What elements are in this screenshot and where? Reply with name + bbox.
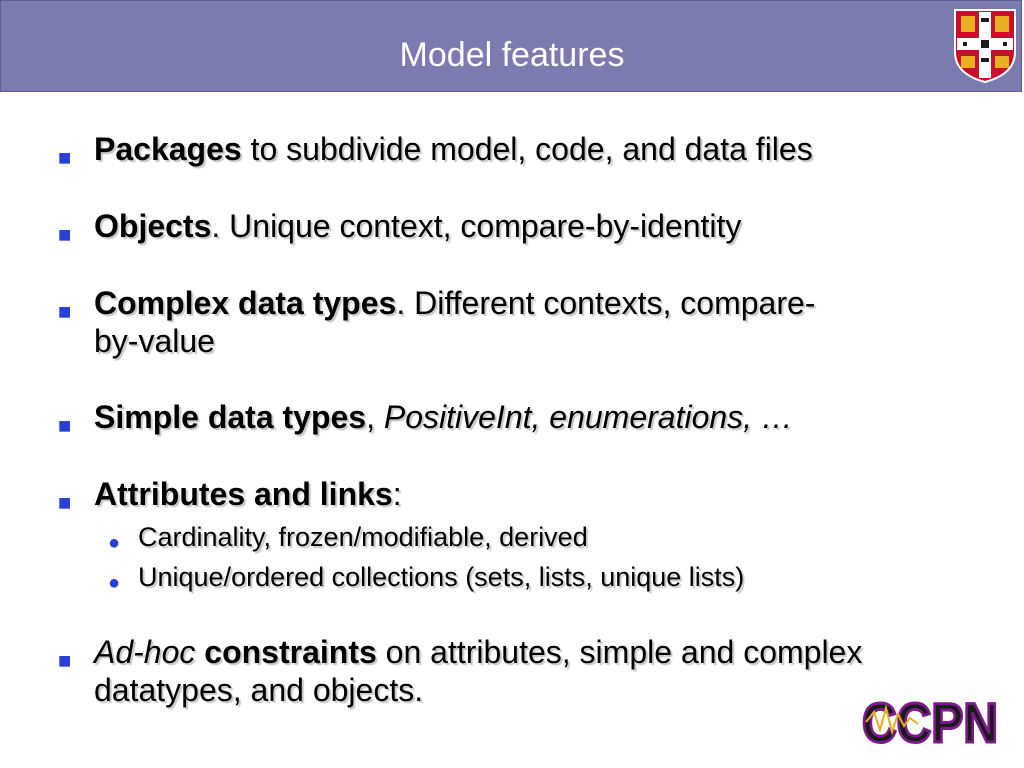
slide-title: Model features: [399, 36, 625, 74]
bullet-marker: ■: [58, 490, 72, 515]
bullet-text: :: [392, 476, 402, 512]
bullet-simple-data-types: ■ Simple data types, PositiveInt, enumer…: [58, 398, 998, 438]
subbullet-marker: ●: [108, 572, 121, 594]
bullet-text: . Different contexts, compare-by-value: [94, 285, 816, 359]
subbullet-marker: ●: [108, 532, 121, 554]
subbullet-collections: ● Unique/ordered collections (sets, list…: [108, 561, 1008, 594]
bullet-objects: ■ Objects. Unique context, compare-by-id…: [58, 207, 998, 247]
subbullet-text: Cardinality, frozen/modifiable, derived: [138, 522, 588, 552]
bullet-text: to subdivide model, code, and data files: [241, 131, 813, 167]
bullet-bold: Objects: [94, 208, 212, 244]
bullet-italic: PositiveInt, enumerations, …: [383, 399, 793, 435]
subbullet-text: Unique/ordered collections (sets, lists,…: [138, 562, 745, 592]
bullet-bold: Packages: [94, 131, 242, 167]
logo-text: CCPN: [862, 691, 998, 748]
bullet-bold: Complex data types: [94, 285, 397, 321]
bullet-marker: ■: [58, 648, 72, 673]
bullet-packages: ■ Packages to subdivide model, code, and…: [58, 130, 998, 170]
bullet-text: ,: [366, 399, 384, 435]
bullet-italic: Ad-hoc: [94, 634, 196, 670]
bullet-bold: Attributes and links: [94, 476, 393, 512]
bullet-attributes-and-links: ■ Attributes and links:: [58, 475, 998, 515]
university-crest-icon: [954, 9, 1016, 84]
bullet-ad-hoc-constraints: ■ Ad-hoc constraints on attributes, simp…: [58, 633, 878, 709]
bullet-bold: Simple data types: [94, 399, 367, 435]
bullet-marker: ■: [58, 413, 72, 438]
bullet-marker: ■: [58, 222, 72, 247]
title-bar: [0, 0, 1022, 92]
bullet-text: . Unique context, compare-by-identity: [211, 208, 742, 244]
bullet-text: on attributes, simple and complex dataty…: [94, 634, 863, 708]
bullet-complex-data-types: ■ Complex data types. Different contexts…: [58, 284, 818, 360]
bullet-marker: ■: [58, 299, 72, 324]
bullet-bold: constraints: [204, 634, 377, 670]
ccpn-logo: CCPN: [862, 690, 998, 748]
subbullet-cardinality: ● Cardinality, frozen/modifiable, derive…: [108, 521, 1008, 554]
bullet-marker: ■: [58, 145, 72, 170]
